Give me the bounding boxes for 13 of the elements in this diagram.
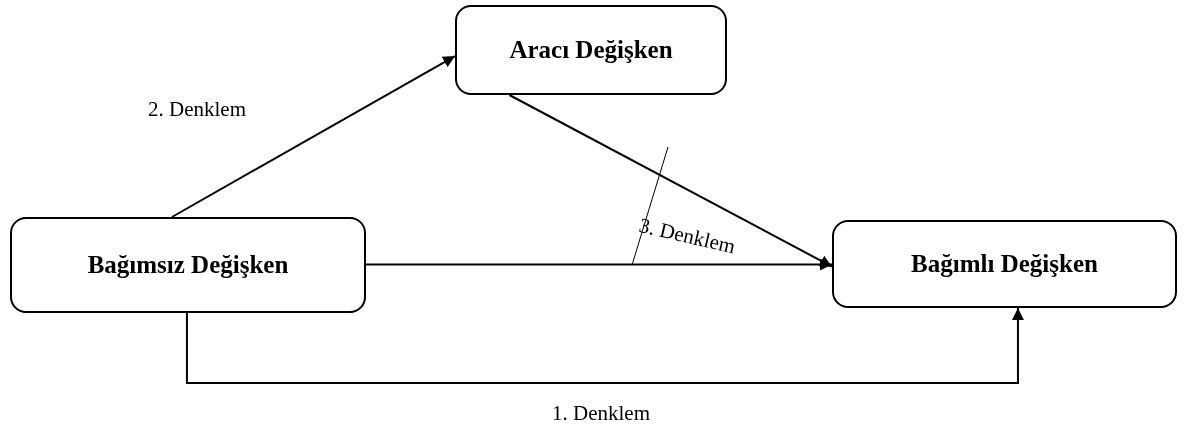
equation-label: 3. Denklem — [636, 214, 738, 259]
arrow — [185, 307, 1024, 384]
variable-box — [455, 5, 727, 95]
edge-label: 1. Denklem — [552, 402, 650, 426]
edge-label: 2. Denklem — [148, 98, 246, 122]
arrow — [508, 94, 833, 268]
node-label: Aracı Değişken — [509, 36, 673, 64]
variable-box — [832, 220, 1177, 308]
arrow — [365, 258, 833, 271]
variable-box — [10, 217, 366, 313]
arrow — [171, 55, 456, 218]
node-label: Bağımsız Değişken — [87, 251, 289, 279]
node-label: Bağımlı Değişken — [911, 250, 1098, 278]
